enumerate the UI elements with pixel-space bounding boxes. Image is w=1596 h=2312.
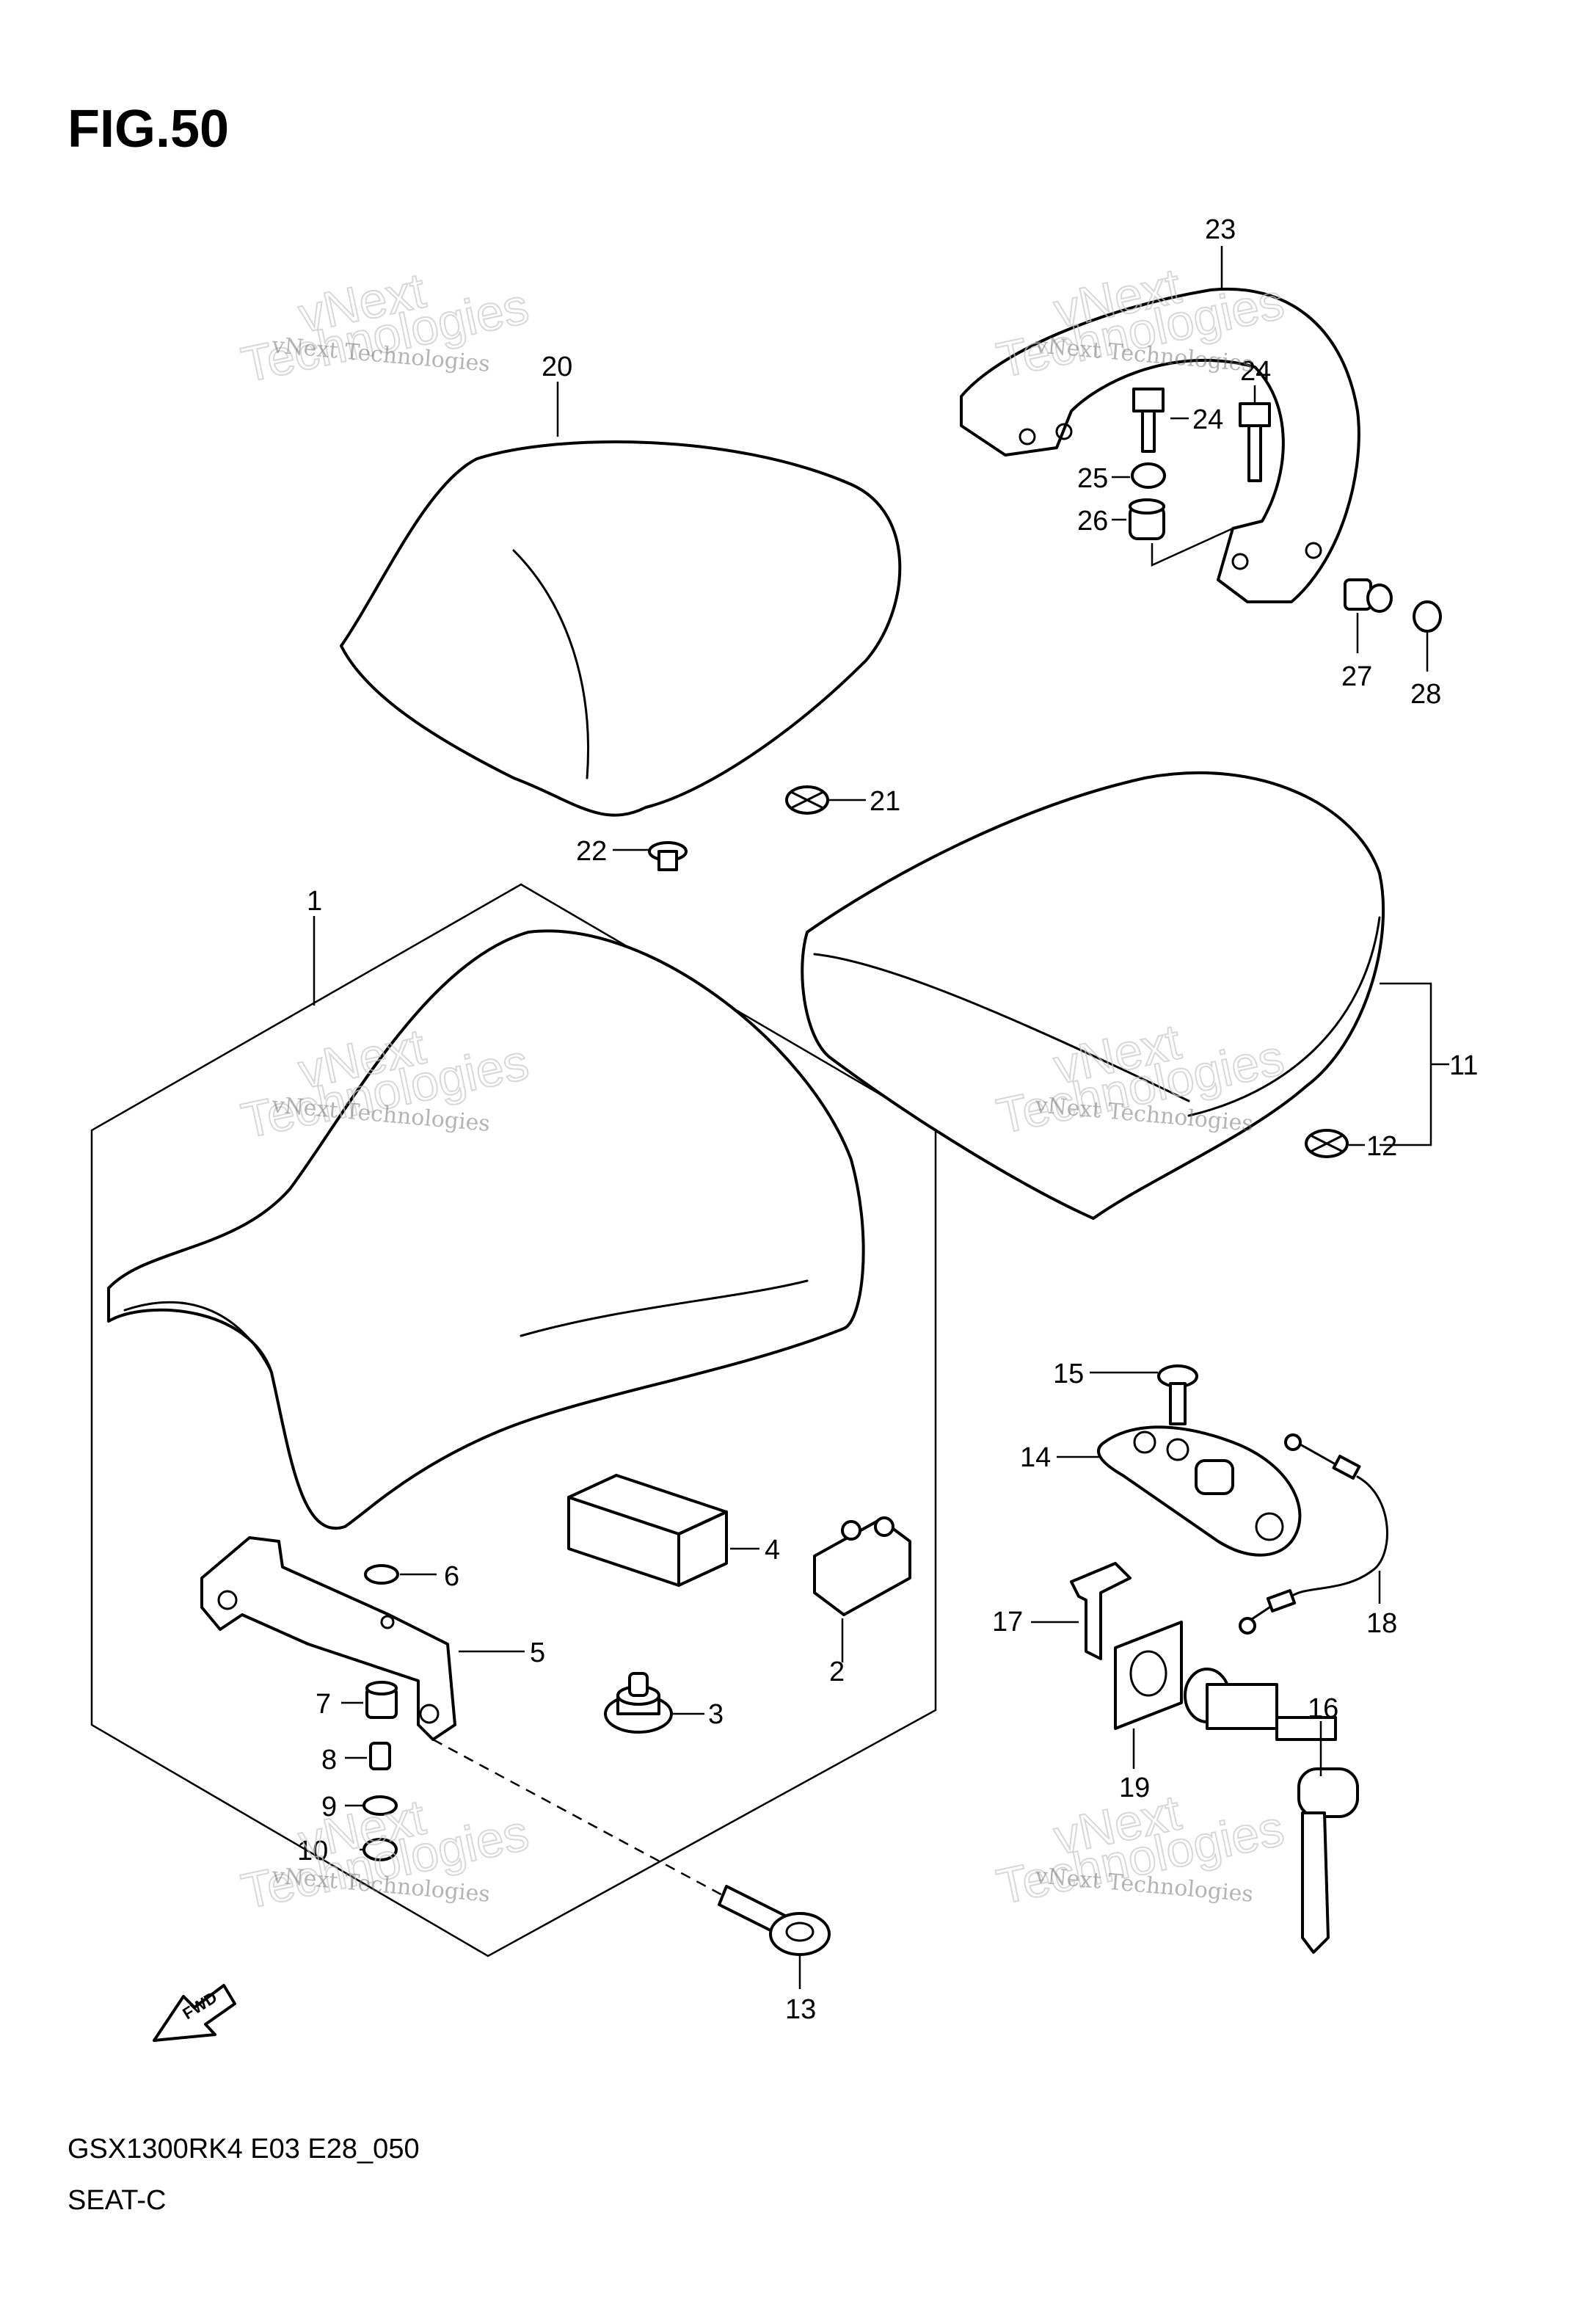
part-1-front-seat	[107, 929, 865, 1530]
callout-6: 6	[444, 1561, 459, 1592]
part-9-washer	[362, 1795, 398, 1816]
part-25-washer	[1131, 462, 1166, 489]
callout-15: 15	[1053, 1359, 1084, 1389]
callout-8: 8	[321, 1745, 337, 1775]
fwd-arrow-icon: FWD	[153, 1984, 236, 2042]
callout-23: 23	[1205, 214, 1236, 245]
part-24-bolt-2	[1239, 402, 1271, 482]
callout-19: 19	[1119, 1773, 1150, 1803]
callout-24b: 24	[1240, 356, 1271, 387]
callout-18: 18	[1366, 1608, 1397, 1639]
part-22-rivet	[648, 841, 688, 871]
part-4-pad	[567, 1474, 728, 1587]
callout-1: 1	[307, 886, 322, 917]
part-17-clip	[1070, 1562, 1132, 1660]
part-8-collar	[369, 1742, 391, 1770]
part-14-lock-plate	[1097, 1425, 1302, 1557]
part-21-grommet	[785, 785, 829, 815]
part-20-seat-cowl	[340, 382, 902, 817]
section-name: SEAT-C	[68, 2185, 166, 2216]
model-code: GSX1300RK4 E03 E28_050	[68, 2134, 420, 2164]
part-27-nut	[1344, 578, 1393, 613]
callout-4: 4	[765, 1535, 780, 1566]
callout-22: 22	[576, 836, 607, 867]
part-13-bolt	[718, 1885, 831, 1956]
callout-10: 10	[297, 1836, 328, 1866]
callout-14: 14	[1020, 1442, 1051, 1473]
seat-assembly-boundary	[90, 883, 937, 1957]
part-16-lock-and-key	[1184, 1668, 1359, 1954]
callout-9: 9	[321, 1792, 337, 1822]
part-24-bolt	[1132, 388, 1165, 453]
callout-25: 25	[1077, 463, 1108, 494]
part-19-holder	[1114, 1621, 1183, 1730]
figure-title: FIG.50	[68, 100, 229, 159]
callout-28: 28	[1410, 679, 1441, 710]
callout-24a: 24	[1192, 404, 1223, 435]
part-11-passenger-seat	[801, 771, 1385, 1220]
callout-13: 13	[785, 1994, 816, 2025]
callout-16: 16	[1308, 1693, 1338, 1724]
callout-7: 7	[316, 1689, 331, 1720]
callout-21: 21	[870, 786, 900, 817]
part-10-nut	[362, 1838, 398, 1861]
part-28-cap	[1413, 600, 1442, 633]
part-23-grab-rail	[960, 246, 1360, 603]
part-26-cushion	[1129, 498, 1165, 540]
part-6-washer	[364, 1564, 399, 1585]
callout-20: 20	[542, 352, 572, 382]
part-15-screw	[1157, 1364, 1198, 1425]
part-18-cable	[1239, 1433, 1388, 1635]
callout-27: 27	[1341, 661, 1372, 692]
callout-2: 2	[829, 1657, 845, 1687]
callout-17: 17	[992, 1607, 1023, 1637]
part-2-cushion	[813, 1516, 911, 1616]
callout-11: 11	[1449, 1050, 1478, 1081]
callout-26: 26	[1077, 506, 1108, 537]
part-12-grommet	[1305, 1129, 1349, 1158]
part-7-spacer	[365, 1681, 398, 1719]
part-3-damper	[604, 1672, 673, 1734]
callout-12: 12	[1366, 1131, 1397, 1162]
callout-3: 3	[708, 1699, 724, 1730]
callout-5: 5	[530, 1637, 545, 1668]
